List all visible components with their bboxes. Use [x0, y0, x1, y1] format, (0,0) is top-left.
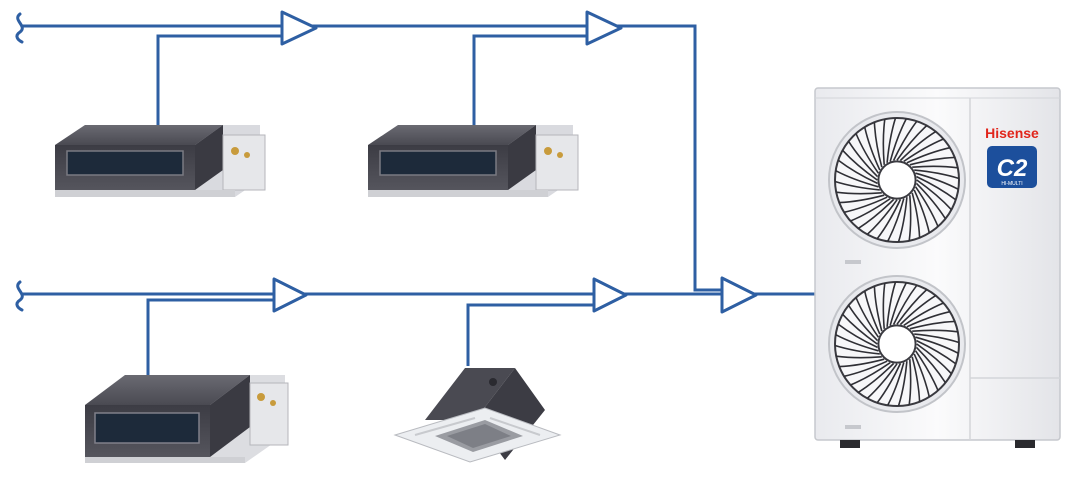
- bottom-branch-2: [466, 303, 596, 366]
- branch-joint-icon: [280, 10, 318, 46]
- pipe-break-icon: [15, 280, 24, 312]
- series-badge-label: C2: [997, 155, 1028, 182]
- branch-joint-icon: [585, 10, 623, 46]
- bottom-branch-1: [146, 298, 274, 388]
- branch-joint-icon: [592, 277, 628, 313]
- ducted-unit: [368, 125, 579, 197]
- top-branch-2: [472, 34, 587, 130]
- pipe-break-icon: [15, 12, 24, 44]
- top-main-pipe: [22, 24, 722, 292]
- branch-joint-icon: [272, 277, 308, 313]
- ducted-unit: [85, 375, 289, 463]
- cassette-unit: [393, 368, 562, 463]
- ducted-unit: [55, 125, 266, 197]
- series-badge-subtext: HI-MULTI: [1001, 181, 1022, 187]
- brand-logo: Hisense: [985, 125, 1039, 141]
- series-badge: [987, 146, 1037, 188]
- fan-icon: [828, 275, 966, 413]
- outdoor-unit: Hisense C2 HI-MULTI: [814, 87, 1061, 448]
- top-branch-1: [156, 34, 282, 130]
- branch-joint-icon: [720, 276, 758, 314]
- fan-icon: [828, 111, 966, 249]
- refrigerant-piping: [22, 24, 818, 388]
